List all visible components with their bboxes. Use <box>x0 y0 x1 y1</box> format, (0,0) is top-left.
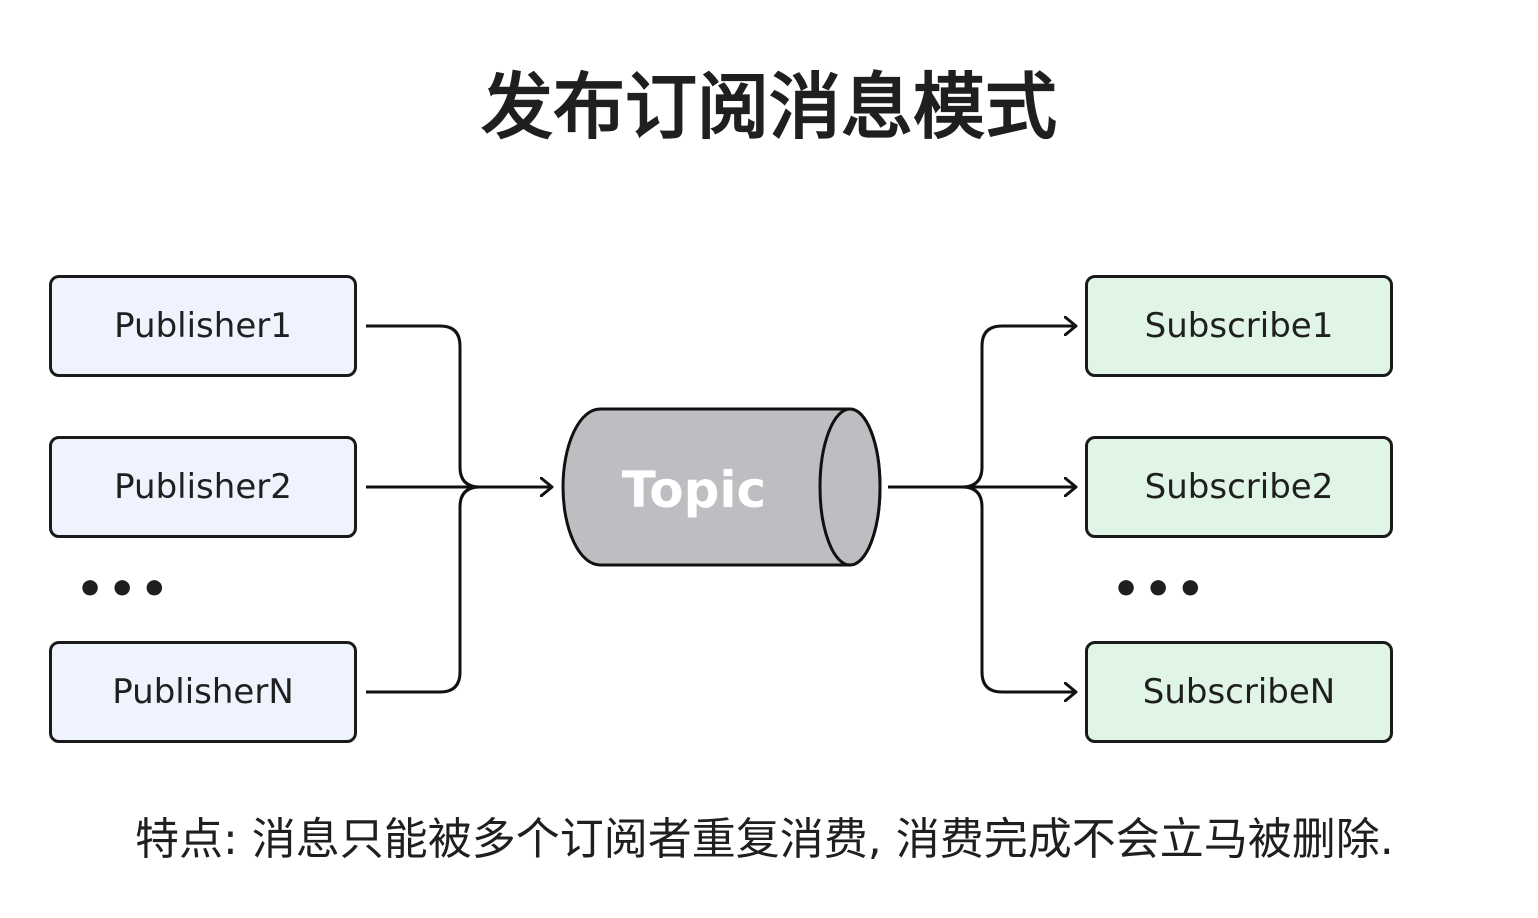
subscriber-label: Subscribe2 <box>1144 467 1334 507</box>
topic-cylinder <box>561 407 882 567</box>
subscriber-box-2: Subscribe2 <box>1085 436 1393 538</box>
publisher-box-n: PublisherN <box>49 641 357 743</box>
caption-text: 特点: 消息只能被多个订阅者重复消费, 消费完成不会立马被删除. <box>135 814 1394 865</box>
subscriber-label: Subscribe1 <box>1144 306 1334 346</box>
connector-publisher1-topic <box>366 324 481 489</box>
publisher-box-2: Publisher2 <box>49 436 357 538</box>
publisher-box-1: Publisher1 <box>49 275 357 377</box>
topic-label: Topic <box>621 461 767 519</box>
connector-topic-subscribe1 <box>961 326 1076 489</box>
publisher-label: PublisherN <box>112 672 294 712</box>
publisher-ellipsis: ••• <box>76 564 173 615</box>
subscriber-box-n: SubscribeN <box>1085 641 1393 743</box>
diagram-title: 发布订阅消息模式 <box>480 65 1057 149</box>
subscriber-box-1: Subscribe1 <box>1085 275 1393 377</box>
connector-topic-subscribeN <box>961 485 1076 692</box>
publisher-label: Publisher1 <box>114 306 292 346</box>
subscriber-ellipsis: ••• <box>1112 564 1209 615</box>
publisher-label: Publisher2 <box>114 467 292 507</box>
subscriber-label: SubscribeN <box>1142 672 1336 712</box>
connector-publisherN-topic <box>366 485 481 694</box>
